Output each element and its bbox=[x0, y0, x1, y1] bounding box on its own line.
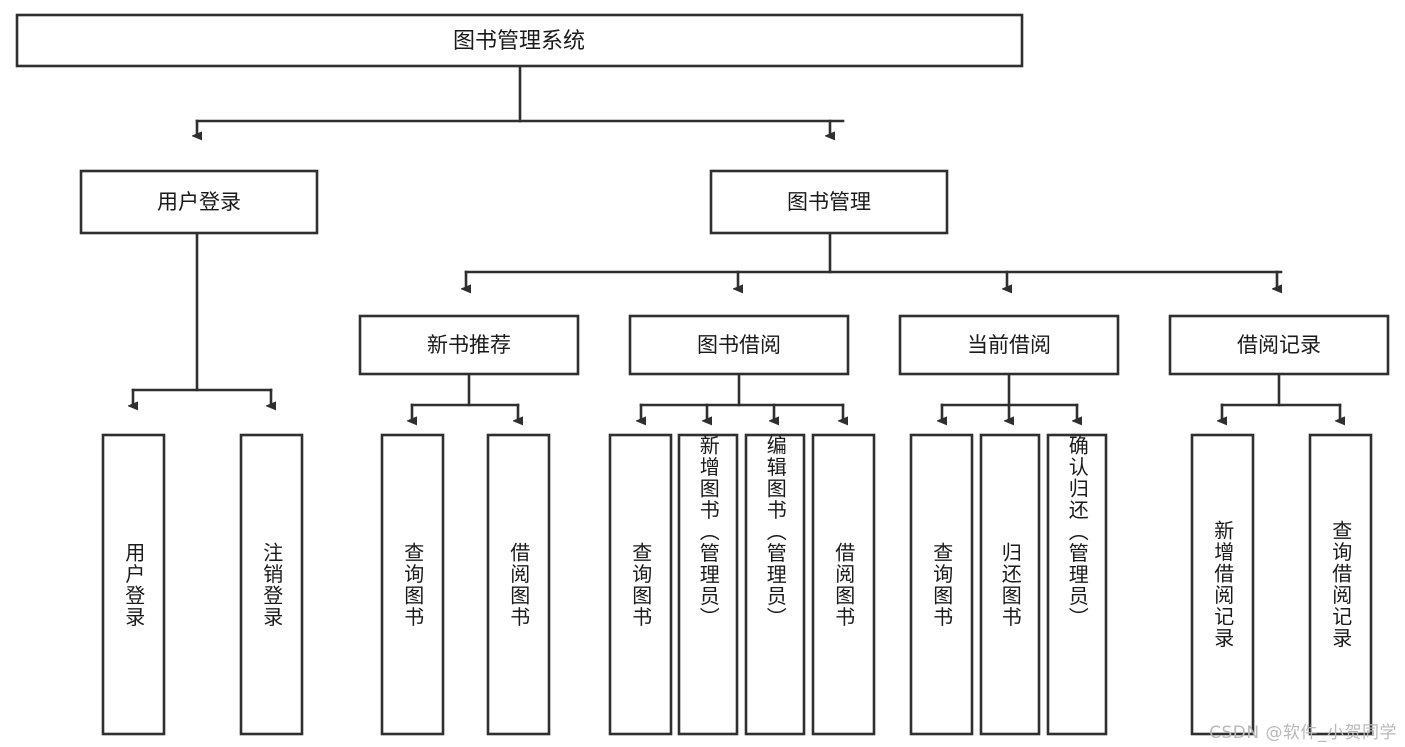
node-root[interactable]: 图书管理系统 bbox=[15, 13, 1024, 68]
leaf-box-query-book-1[interactable] bbox=[380, 433, 445, 736]
edge-borrow-record-children bbox=[1222, 372, 1340, 421]
leaf-box-add-record[interactable] bbox=[1190, 433, 1255, 736]
leaf-box-borrow-book-2[interactable] bbox=[811, 433, 876, 736]
edge-new-book-children bbox=[412, 372, 518, 421]
leaf-box-return-book[interactable] bbox=[979, 433, 1041, 736]
leaf-box-query-book-2[interactable] bbox=[608, 433, 673, 736]
leaf-box-confirm-return[interactable] bbox=[1046, 433, 1108, 736]
node-current-borrow[interactable]: 当前借阅 bbox=[898, 314, 1120, 376]
node-new-book-recommend[interactable]: 新书推荐 bbox=[358, 314, 580, 376]
edge-user-login-children bbox=[133, 231, 271, 406]
node-user-login-label: 用户登录 bbox=[157, 190, 241, 214]
node-book-borrow-label: 图书借阅 bbox=[697, 333, 781, 357]
node-borrow-record-label: 借阅记录 bbox=[1237, 333, 1321, 357]
leaf-box-edit-book[interactable] bbox=[744, 433, 806, 736]
leaf-box-add-book[interactable] bbox=[677, 433, 739, 736]
leaf-box-query-record[interactable] bbox=[1308, 433, 1373, 736]
node-root-label: 图书管理系统 bbox=[453, 29, 585, 54]
node-current-borrow-label: 当前借阅 bbox=[967, 333, 1051, 357]
node-book-management[interactable]: 图书管理 bbox=[709, 169, 949, 235]
edge-root-stem bbox=[197, 64, 845, 136]
edge-book-management-children bbox=[466, 231, 1283, 289]
watermark-text: CSDN @软件_小贺同学 bbox=[1209, 723, 1397, 743]
node-book-borrow[interactable]: 图书借阅 bbox=[628, 314, 850, 376]
node-new-book-recommend-label: 新书推荐 bbox=[427, 333, 511, 357]
leaf-box-user-logout[interactable] bbox=[239, 433, 304, 736]
leaf-box-user-login[interactable] bbox=[101, 433, 166, 736]
leaf-box-query-book-3[interactable] bbox=[909, 433, 974, 736]
node-user-login[interactable]: 用户登录 bbox=[79, 169, 319, 235]
edge-book-borrow-children bbox=[641, 372, 843, 421]
node-borrow-record[interactable]: 借阅记录 bbox=[1168, 314, 1390, 376]
node-book-management-label: 图书管理 bbox=[787, 190, 871, 214]
leaf-box-borrow-book-1[interactable] bbox=[486, 433, 551, 736]
edge-current-borrow-children bbox=[942, 372, 1077, 421]
